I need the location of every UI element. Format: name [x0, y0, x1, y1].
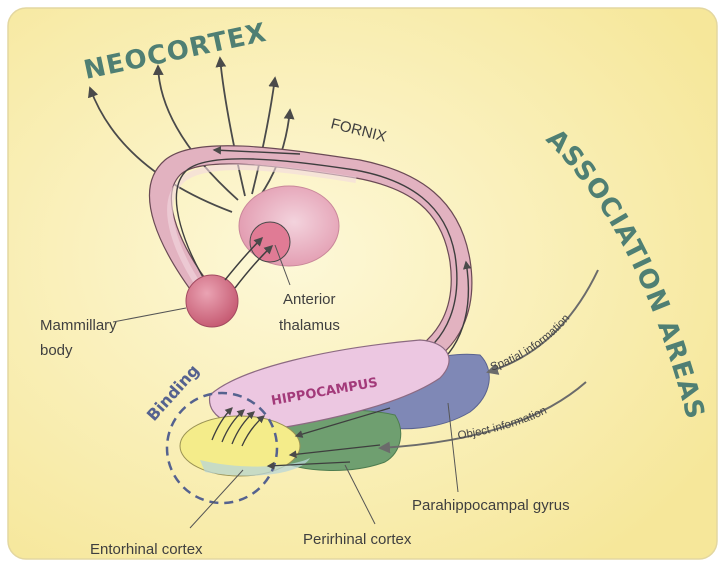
entorhinal-cortex-label: Entorhinal cortex — [90, 541, 203, 558]
anterior-thalamus-label-line2: thalamus — [279, 317, 340, 334]
mammillary-body-label-line1: Mammillary — [40, 317, 117, 334]
mammillary-body-label-line2: body — [40, 342, 73, 359]
parahippocampal-gyrus-label: Parahippocampal gyrus — [412, 497, 570, 514]
anterior-thalamus-nucleus — [250, 222, 290, 262]
background-panel — [8, 8, 717, 559]
perirhinal-cortex-label: Perirhinal cortex — [303, 531, 412, 548]
anterior-thalamus-label-line1: Anterior — [283, 291, 336, 308]
mammillary-body — [186, 275, 238, 327]
